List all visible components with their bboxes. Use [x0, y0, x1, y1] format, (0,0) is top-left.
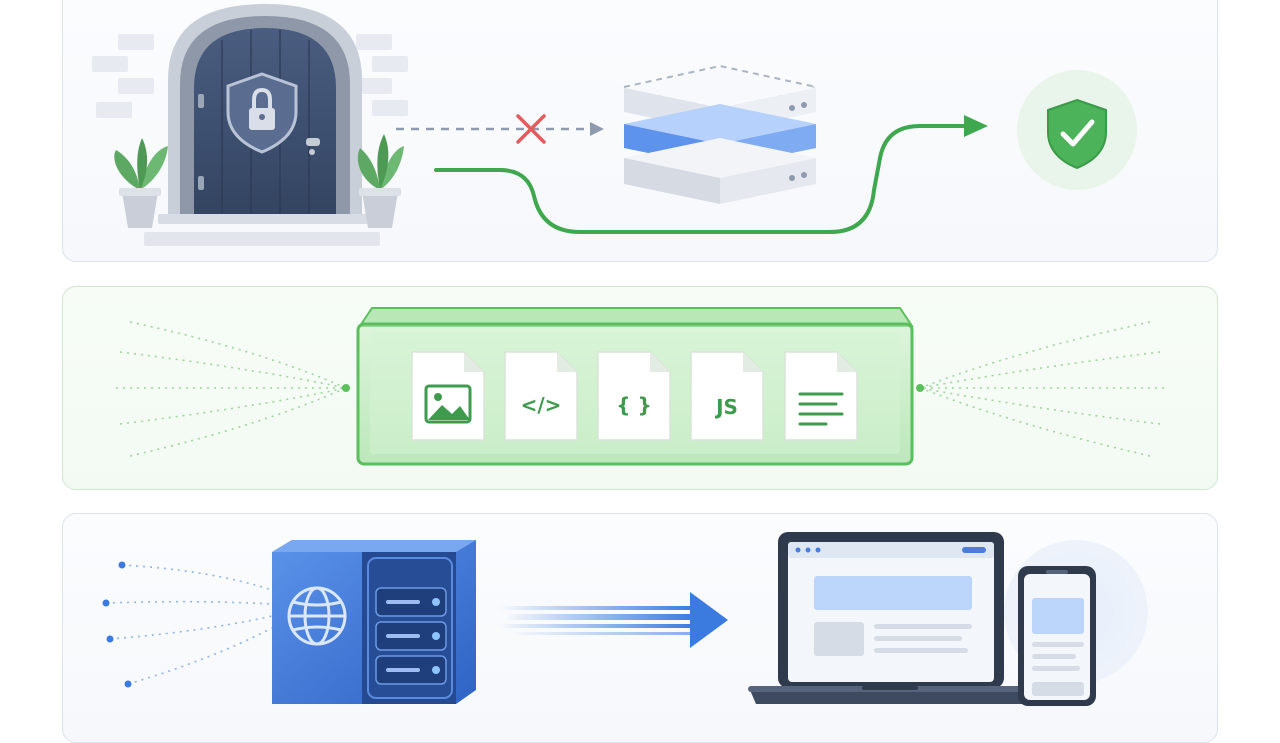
blocked-x-icon	[516, 114, 546, 144]
diagram-stage: </> { } JS	[62, 0, 1218, 743]
incoming-dotted-lines-left	[116, 321, 347, 457]
cache-left-port	[342, 384, 350, 392]
brick-wall	[92, 34, 408, 118]
html-file-label: </>	[521, 393, 562, 417]
json-file-label: { }	[616, 393, 651, 417]
js-file-label: JS	[714, 395, 738, 419]
verified-shield-icon	[1017, 70, 1137, 190]
globe-server	[272, 540, 476, 704]
phone	[1018, 566, 1096, 706]
globe-icon	[287, 586, 347, 646]
incoming-requests	[102, 561, 273, 688]
js-file-icon: JS	[690, 351, 764, 441]
potted-plant-right	[357, 134, 404, 228]
locked-door	[144, 4, 380, 246]
text-file-icon	[784, 351, 858, 441]
server-stack	[623, 64, 817, 204]
cache-right-port	[916, 384, 924, 392]
allowed-path	[434, 115, 988, 234]
shield-lock-icon	[226, 72, 298, 154]
html-file-icon: </>	[504, 351, 578, 441]
diagram-canvas: </> { } JS	[92, 4, 1164, 706]
potted-plant-left	[114, 138, 168, 228]
laptop	[748, 532, 1032, 704]
delivery-arrow	[498, 592, 728, 648]
json-file-icon: { }	[597, 351, 671, 441]
image-file-icon	[411, 351, 485, 441]
incoming-dotted-lines-right	[919, 321, 1164, 457]
blocked-path	[396, 114, 604, 144]
